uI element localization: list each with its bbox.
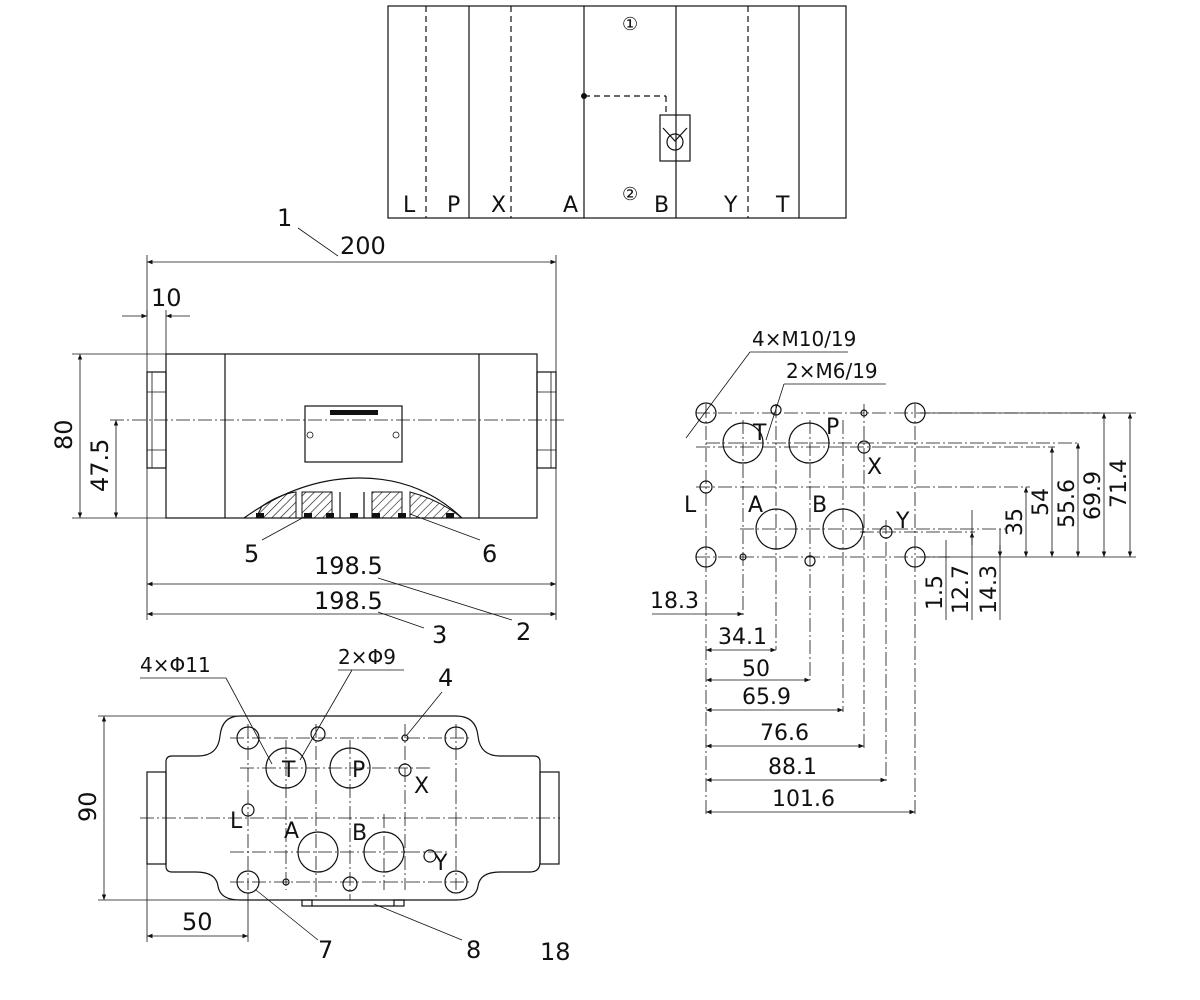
dim-flange: 10 <box>151 284 182 312</box>
pp-port-P-hole <box>788 422 830 464</box>
port-X-hole <box>398 763 412 777</box>
pp-port-X-hole <box>857 440 871 454</box>
pp-port-A-hole <box>755 508 797 550</box>
callout-8: 8 <box>466 936 481 964</box>
schematic-port-B: B <box>654 193 669 218</box>
thread-large-label: 4×M10/19 <box>752 327 856 351</box>
schematic-port-X: X <box>491 193 506 218</box>
hdim-88-1: 88.1 <box>768 755 817 780</box>
pp-port-X: X <box>867 455 882 480</box>
thread-small-label: 2×M6/19 <box>786 359 878 383</box>
vdim-1-5: 1.5 <box>923 575 948 610</box>
vdim-69-9: 69.9 <box>1081 471 1106 520</box>
dim-length-b: 198.5 <box>314 587 383 615</box>
port-P-hole <box>329 747 371 789</box>
locating-hole <box>310 726 326 742</box>
vdim-35: 35 <box>1003 508 1028 536</box>
bv-port-X: X <box>414 774 429 799</box>
pp-locating-hole <box>770 404 782 416</box>
pp-mounting-hole <box>695 402 717 424</box>
pp-pin-hole <box>739 553 747 561</box>
pp-locating-hole <box>804 555 816 567</box>
hdim-50: 50 <box>742 657 770 682</box>
dim-center-height: 47.5 <box>86 439 114 492</box>
hydraulic-schematic: ① ② L P X A B Y T <box>387 5 847 219</box>
pp-port-Y-hole <box>879 525 893 539</box>
pp-port-A: A <box>748 493 763 518</box>
callout-2: 2 <box>516 618 531 646</box>
hdim-18-3: 18.3 <box>650 589 699 614</box>
pp-port-B: B <box>812 493 827 518</box>
hdim-76-6: 76.6 <box>760 721 809 746</box>
nameplate <box>304 405 403 463</box>
vdim-54: 54 <box>1029 488 1054 516</box>
port-A-hole <box>297 831 339 873</box>
dim-height: 80 <box>50 419 78 450</box>
schematic-port-P: P <box>447 193 460 218</box>
dim-length-a: 198.5 <box>314 552 383 580</box>
pp-port-L: L <box>684 493 697 518</box>
locating-hole <box>342 876 358 892</box>
holes-large-label: 4×Φ11 <box>140 653 211 677</box>
schematic-port-A: A <box>563 193 578 218</box>
callout-1: 1 <box>277 204 292 232</box>
mounting-hole <box>236 726 260 750</box>
schematic-port-L: L <box>403 193 416 218</box>
bv-dim-height: 90 <box>74 791 102 822</box>
pin-hole <box>282 878 290 886</box>
vdim-71-4: 71.4 <box>1107 459 1132 508</box>
dim-width-total: 200 <box>340 232 386 260</box>
hdim-65-9: 65.9 <box>742 685 791 710</box>
pp-port-L-hole <box>699 480 713 494</box>
port-B-hole <box>363 831 405 873</box>
bv-port-Y: Y <box>433 851 448 876</box>
nameplate-logo <box>330 410 378 415</box>
hdim-101-6: 101.6 <box>772 787 835 812</box>
port-T-hole <box>265 747 307 789</box>
pin-hole <box>401 734 409 742</box>
vdim-55-6: 55.6 <box>1055 479 1080 528</box>
bv-dim-offset: 50 <box>182 908 213 936</box>
pp-port-P: P <box>826 415 839 440</box>
bv-port-P: P <box>352 758 365 783</box>
bv-port-T: T <box>281 758 296 783</box>
holes-small-label: 2×Φ9 <box>338 645 396 669</box>
pp-port-Y: Y <box>895 509 910 534</box>
vdim-12-7: 12.7 <box>949 565 974 614</box>
pp-port-T: T <box>752 421 767 446</box>
bottom-view: T P X L A B Y 4×Φ11 2×Φ9 4 90 50 7 8 18 <box>74 645 571 966</box>
schematic-port-T: T <box>775 193 790 218</box>
schematic-marker-2: ② <box>622 184 638 205</box>
pp-mounting-hole <box>695 546 717 568</box>
callout-5: 5 <box>244 540 259 568</box>
schematic-marker-1: ① <box>622 14 638 35</box>
schematic-port-Y: Y <box>723 193 738 218</box>
pp-pin-hole <box>860 409 868 417</box>
callout-3: 3 <box>432 621 447 649</box>
pp-port-T-hole <box>722 422 764 464</box>
mounting-hole <box>444 726 468 750</box>
callout-6: 6 <box>482 540 497 568</box>
bv-port-A: A <box>284 819 299 844</box>
hdim-34-1: 34.1 <box>718 625 767 650</box>
callout-4: 4 <box>438 664 453 692</box>
page-number: 18 <box>540 938 571 966</box>
mounting-hole <box>444 870 468 894</box>
bv-port-L: L <box>230 809 243 834</box>
front-view: 200 1 10 80 47.5 5 6 198.5 2 198.5 3 <box>50 204 565 649</box>
vdim-14-3: 14.3 <box>977 565 1002 614</box>
port-pattern-view: T P X L A B Y 4×M10/19 2×M6/19 71.4 69.9… <box>650 327 1136 815</box>
callout-7: 7 <box>318 936 333 964</box>
pp-port-B-hole <box>822 508 864 550</box>
check-valve-symbol <box>659 114 691 162</box>
bv-port-B: B <box>352 821 367 846</box>
port-L-hole <box>241 803 255 817</box>
port-Y-hole <box>423 849 437 863</box>
